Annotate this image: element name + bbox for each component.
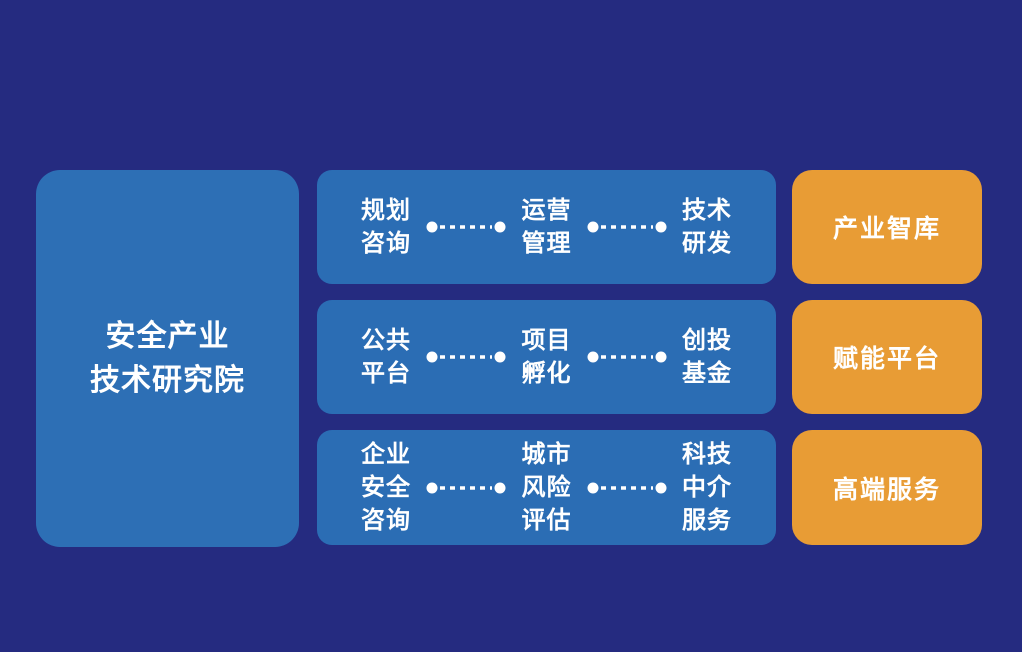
category-label: 赋能平台 xyxy=(832,345,941,373)
dotted-connector-icon xyxy=(587,351,667,363)
service-cell-line: 平台 xyxy=(361,360,411,387)
category-box-premium-services: 高端服务 xyxy=(792,430,982,545)
category-box-enablement-platform: 赋能平台 xyxy=(792,300,982,414)
service-cell-line: 咨询 xyxy=(361,230,411,257)
category-box-industry-think-tank: 产业智库 xyxy=(792,170,982,284)
service-cell-line: 咨询 xyxy=(361,507,411,534)
service-cell: 公共 平台 xyxy=(361,324,411,390)
service-cell-line: 中介 xyxy=(682,474,732,501)
service-cell-line: 城市 xyxy=(521,441,572,468)
service-row-3: 企业 安全 咨询 城市 风险 评估 xyxy=(317,430,776,545)
root-title-line-2: 技术研究院 xyxy=(90,363,245,397)
root-title-line-1: 安全产业 xyxy=(105,319,230,353)
service-cell-line: 服务 xyxy=(682,507,732,534)
category-label: 产业智库 xyxy=(832,215,941,243)
service-cell-line: 创投 xyxy=(682,327,732,354)
service-cell-line: 评估 xyxy=(521,507,572,534)
service-cell: 项目 孵化 xyxy=(522,324,572,390)
category-label: 高端服务 xyxy=(832,475,941,504)
service-cell-line: 科技 xyxy=(682,441,732,468)
service-cell: 科技 中介 服务 xyxy=(682,438,732,537)
service-cell-line: 技术 xyxy=(682,197,732,224)
service-cell: 规划 咨询 xyxy=(361,194,411,260)
dotted-connector-icon xyxy=(426,482,506,494)
service-cell: 企业 安全 咨询 xyxy=(361,438,411,537)
service-cell: 运营 管理 xyxy=(522,194,572,260)
service-cell-line: 规划 xyxy=(361,197,411,224)
service-row-2: 公共 平台 项目 孵化 xyxy=(317,300,776,414)
service-rows: 规划 咨询 运营 管理 xyxy=(317,170,776,561)
service-cell: 城市 风险 评估 xyxy=(522,438,572,537)
service-cell-line: 安全 xyxy=(361,474,411,501)
service-cell-line: 管理 xyxy=(521,230,572,257)
category-column: 产业智库 赋能平台 高端服务 xyxy=(792,170,982,561)
service-cell-line: 研发 xyxy=(682,230,732,257)
service-cell-line: 运营 xyxy=(521,197,572,224)
service-row-1: 规划 咨询 运营 管理 xyxy=(317,170,776,284)
dotted-connector-icon xyxy=(587,482,667,494)
service-cell-line: 项目 xyxy=(521,327,572,354)
service-cell-line: 孵化 xyxy=(521,360,572,387)
root-box: 安全产业 技术研究院 xyxy=(36,170,299,547)
service-cell-line: 企业 xyxy=(361,441,411,468)
service-cell: 创投 基金 xyxy=(682,324,732,390)
dotted-connector-icon xyxy=(587,221,667,233)
service-cell-line: 公共 xyxy=(361,327,411,354)
service-cell: 技术 研发 xyxy=(682,194,732,260)
dotted-connector-icon xyxy=(426,351,506,363)
dotted-connector-icon xyxy=(426,221,506,233)
service-cell-line: 风险 xyxy=(521,474,572,501)
service-cell-line: 基金 xyxy=(682,360,732,387)
